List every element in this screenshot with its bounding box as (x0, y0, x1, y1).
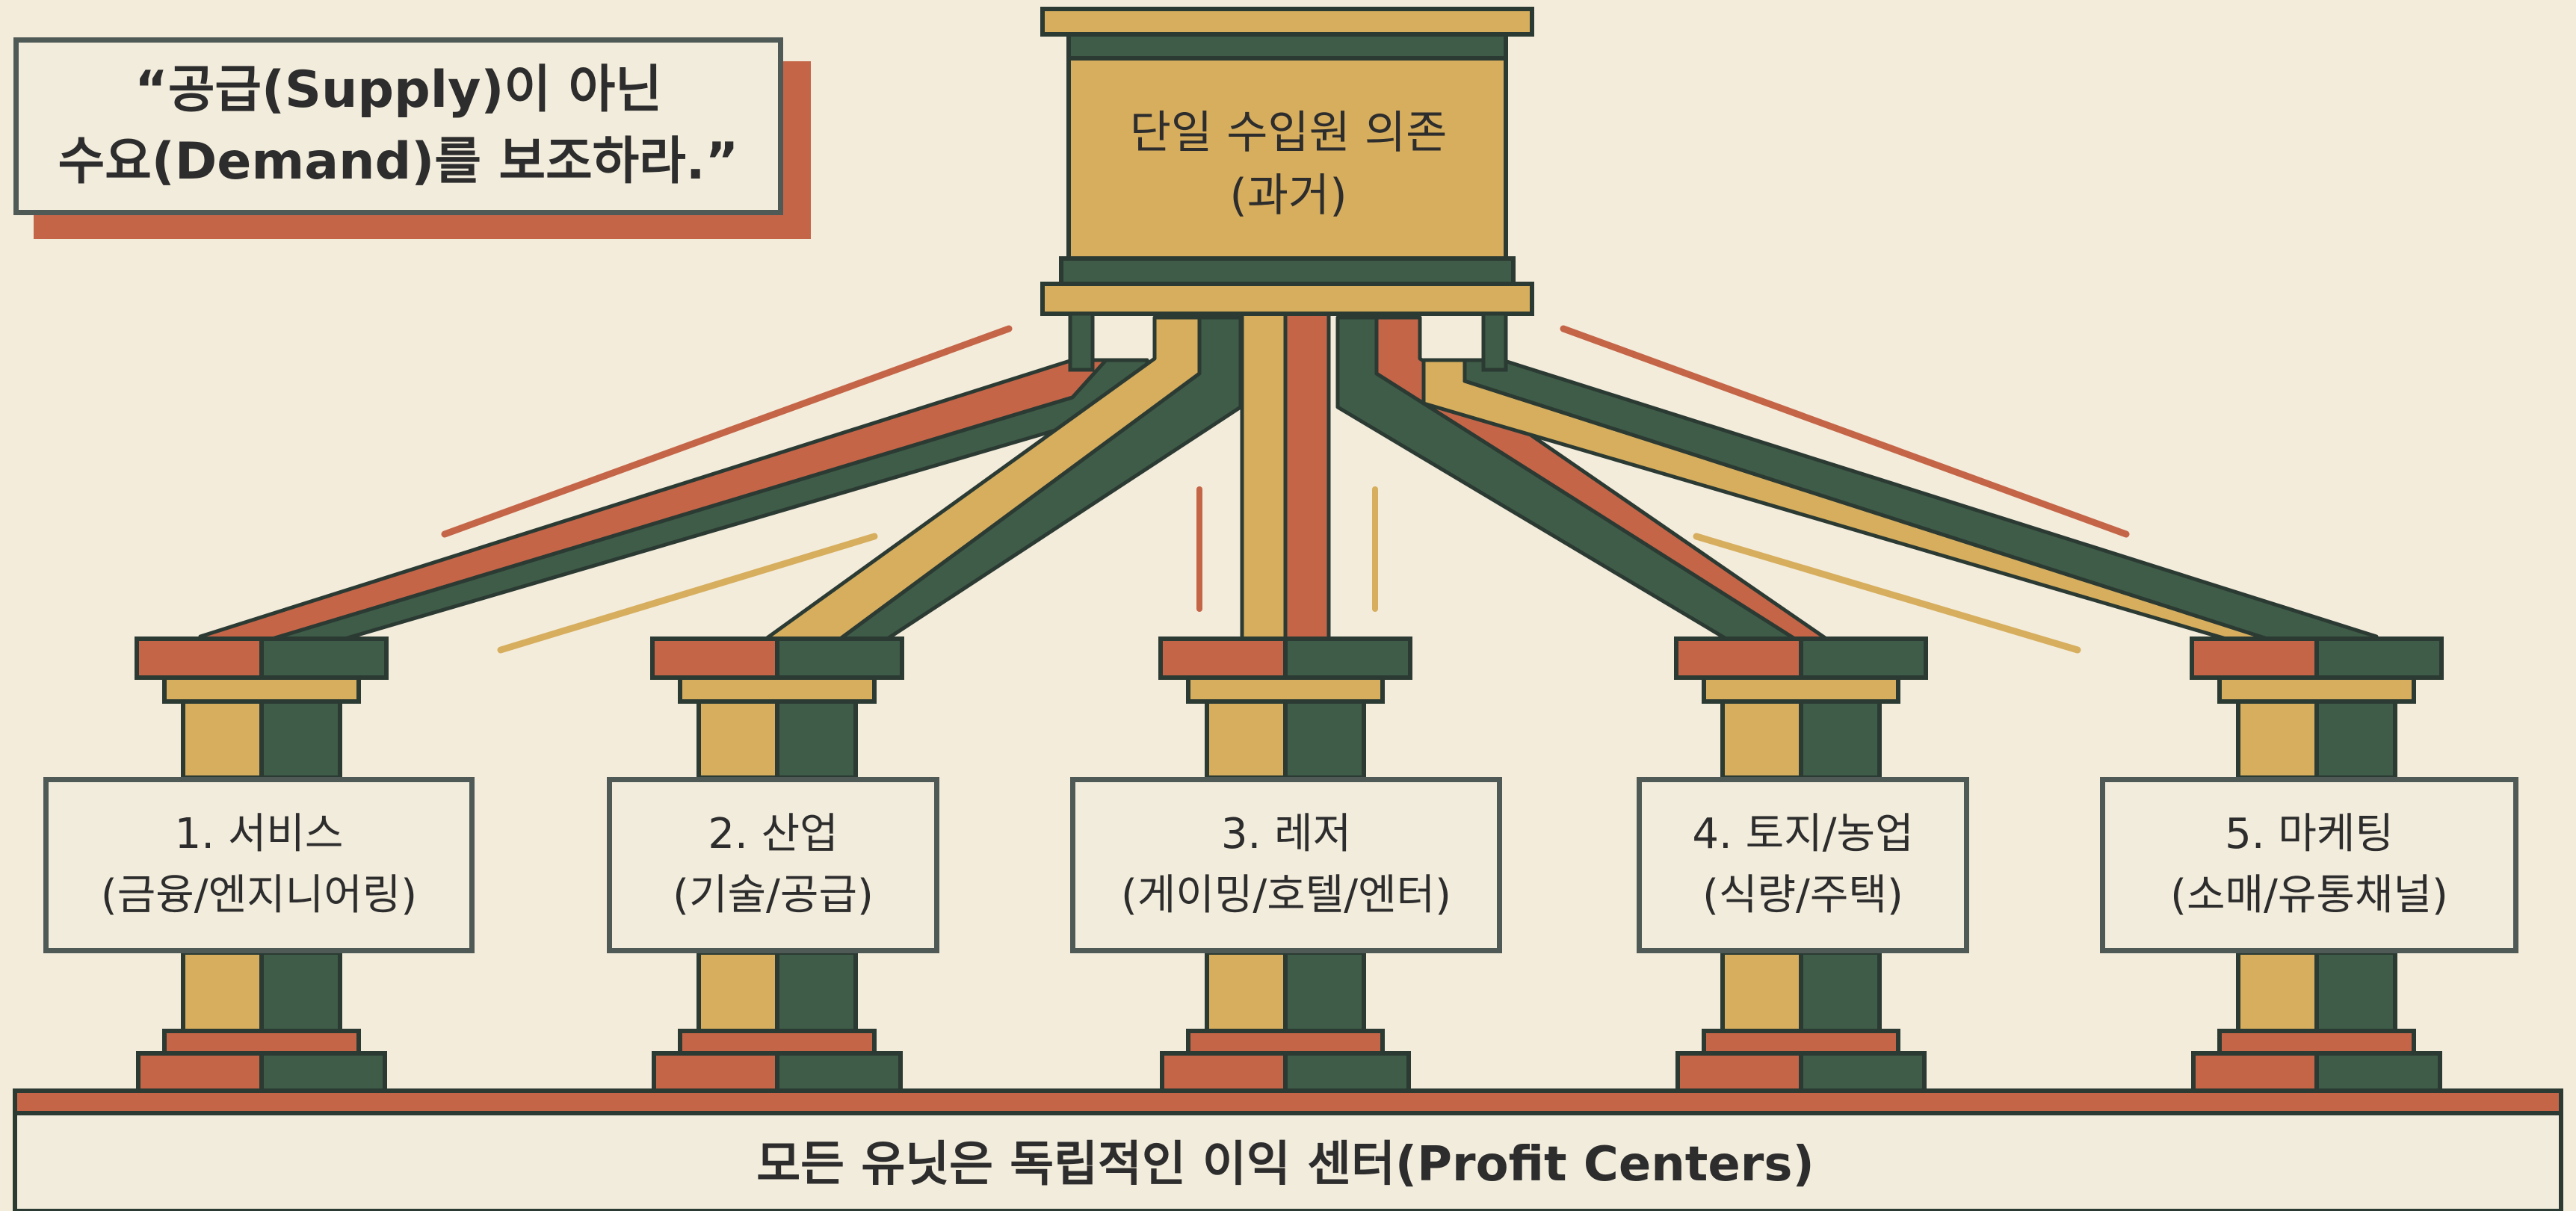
quote-card: “공급(Supply)이 아닌 수요(Demand)를 보조하라.” (13, 37, 783, 215)
base-platform (13, 1088, 2563, 1211)
top-pillar-label-line-1: 단일 수입원 의존 (1129, 107, 1448, 159)
base-platform-body (13, 1111, 2563, 1211)
top-pillar-label: 단일 수입원 의존 (과거) (1072, 75, 1505, 254)
unit-subtitle: (금융/엔지니어링) (100, 871, 418, 920)
quote-line-1: “공급(Supply)이 아닌 (135, 61, 662, 120)
unit-card-4: 4. 토지/농업 (식량/주택) (1637, 777, 1969, 953)
unit-subtitle: (게이밍/호텔/엔터) (1120, 871, 1452, 920)
unit-subtitle: (식량/주택) (1702, 871, 1903, 920)
base-platform-label: 모든 유닛은 독립적인 이익 센터(Profit Centers) (756, 1137, 1814, 1192)
unit-title: 4. 토지/농업 (1692, 810, 1914, 858)
unit-pillar-2 (650, 637, 904, 1093)
unit-subtitle: (기술/공급) (673, 871, 874, 920)
base-platform-top-band (13, 1088, 2563, 1115)
unit-card-3: 3. 레저 (게이밍/호텔/엔터) (1070, 777, 1502, 953)
unit-card-2: 2. 산업 (기술/공급) (607, 777, 939, 953)
quote-line-2: 수요(Demand)를 보조하라.” (58, 132, 739, 191)
motion-line (1560, 325, 2130, 538)
top-pillar-base-band (1059, 256, 1516, 286)
top-pillar-cap-band (1066, 32, 1508, 61)
unit-title: 1. 서비스 (174, 810, 344, 858)
beam-to-unit-3-stripe-a (1240, 312, 1288, 656)
top-pillar-base (1040, 282, 1534, 316)
motion-line (441, 325, 1013, 538)
branch-beams (198, 312, 2379, 656)
top-pillar-strut (1481, 312, 1508, 372)
unit-pillar-5 (2190, 637, 2444, 1093)
top-pillar (1040, 7, 1534, 372)
top-pillar-cap (1040, 7, 1534, 37)
unit-pillar-3 (1158, 637, 1412, 1093)
motion-line (1693, 533, 2081, 654)
motion-line (497, 533, 878, 654)
beam-to-unit-3-stripe-b (1283, 312, 1331, 656)
unit-subtitle: (소매/유통채널) (2170, 871, 2448, 920)
unit-pillar-1 (135, 637, 389, 1093)
motion-lines (441, 325, 2130, 654)
unit-card-5: 5. 마케팅 (소매/유통채널) (2100, 777, 2518, 953)
unit-title: 2. 산업 (708, 810, 838, 858)
unit-title: 3. 레저 (1220, 810, 1352, 858)
top-pillar-label-line-2: (과거) (1229, 170, 1347, 222)
unit-title: 5. 마케팅 (2225, 810, 2394, 858)
top-pillar-strut (1068, 312, 1095, 372)
unit-card-1: 1. 서비스 (금융/엔지니어링) (43, 777, 475, 953)
